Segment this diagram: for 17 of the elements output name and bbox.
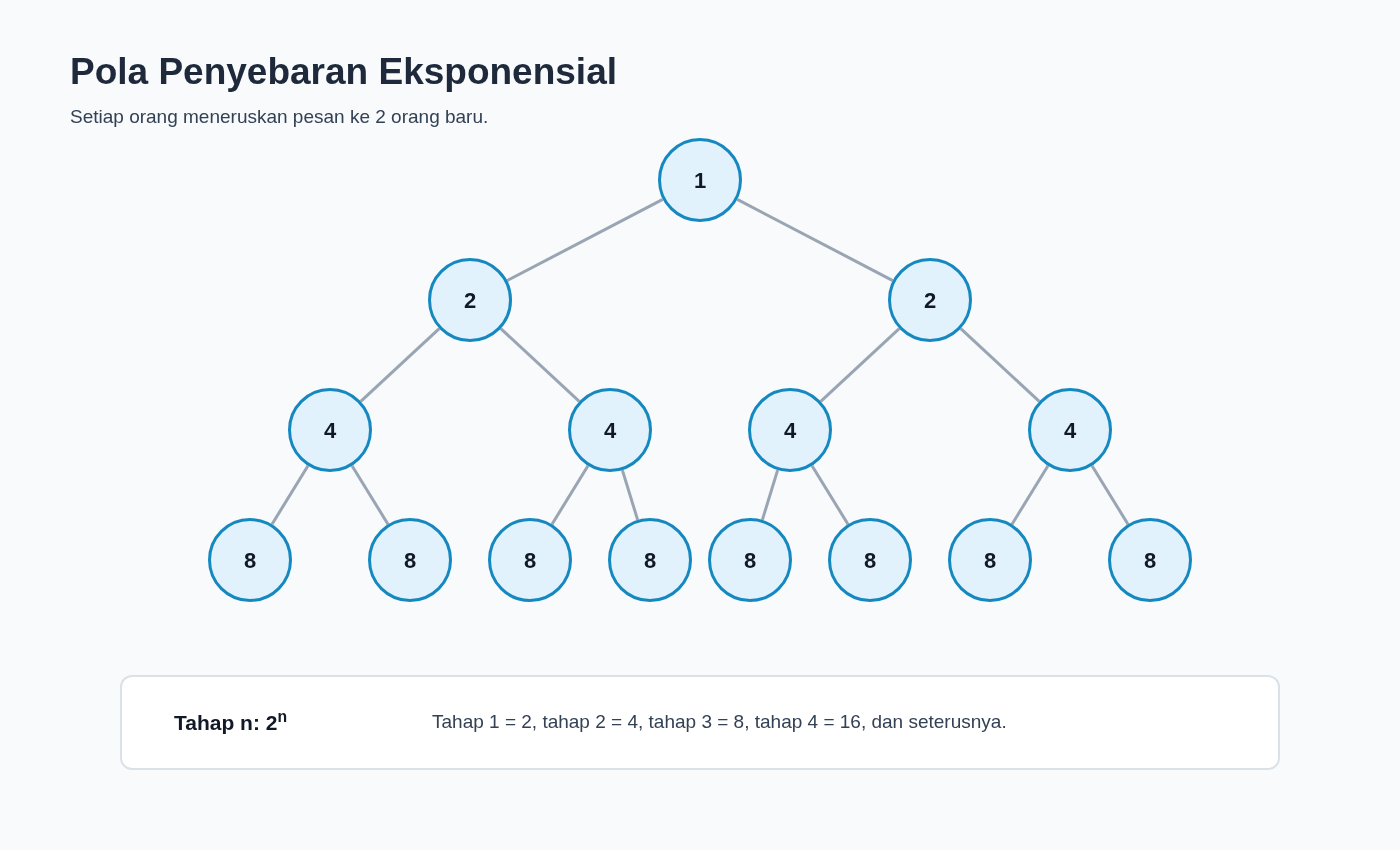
connector-line <box>550 465 590 525</box>
connector-line <box>736 198 894 282</box>
connector-line <box>819 327 901 403</box>
description-text: Tahap 1 = 2, tahap 2 = 4, tahap 3 = 8, tahap 4 = 16, dan seterusnya. <box>432 710 1007 735</box>
connector-line <box>810 465 850 525</box>
title: Pola Penyebaran Eksponensial <box>70 50 617 94</box>
connector-line <box>350 465 390 525</box>
connector-line <box>270 465 310 525</box>
formula-panel <box>120 675 1280 770</box>
subtitle: Setiap orang meneruskan pesan ke 2 orang baru. <box>70 105 489 129</box>
connector-line <box>499 327 581 403</box>
connector-line <box>959 327 1041 403</box>
connector-line <box>1090 465 1130 525</box>
connector-line <box>506 198 664 282</box>
connector-line <box>1010 465 1050 525</box>
connector-line <box>359 327 441 403</box>
formula-text: Tahap n: 2$^{n}$ <box>174 706 288 736</box>
